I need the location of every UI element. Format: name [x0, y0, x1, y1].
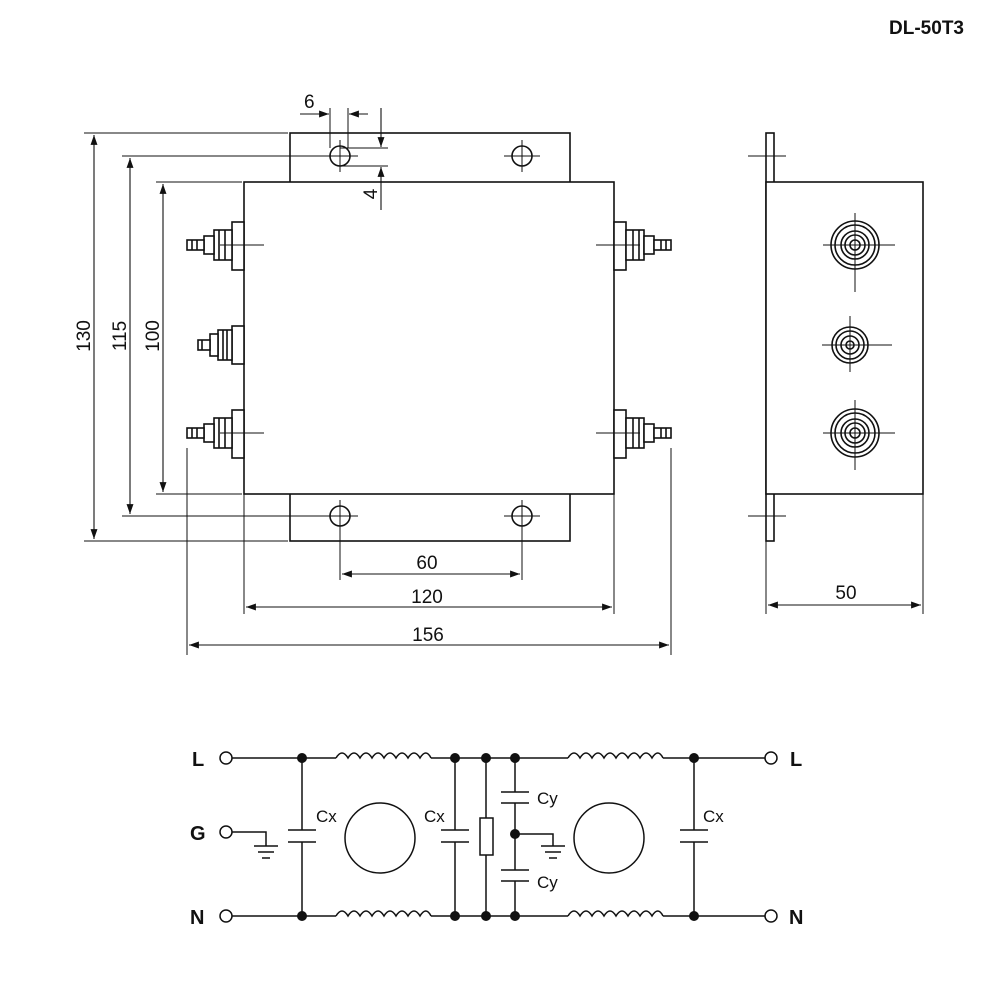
common-mode-core-1 — [344, 802, 416, 874]
label-cx3: Cx — [703, 807, 724, 826]
dim-width-mount: 60 — [416, 553, 437, 574]
dim-height-body: 100 — [143, 320, 164, 352]
capacitor-cx1 — [288, 758, 316, 916]
inductor-n2 — [567, 910, 664, 918]
dim-hole-offset-v: 4 — [361, 188, 382, 199]
terminal-stud-left-top — [186, 221, 264, 271]
dim-depth: 50 — [835, 583, 856, 604]
terminal-stud-right-bottom — [596, 409, 672, 459]
terminal-l-in — [219, 751, 233, 765]
label-n-out: N — [789, 907, 803, 929]
ground-symbol-cy — [541, 845, 565, 859]
dim-height-total: 130 — [74, 320, 95, 352]
inductor-l2 — [567, 752, 664, 760]
terminal-stud-left-bottom — [186, 409, 264, 459]
dimension-lines — [90, 108, 669, 649]
label-l-out: L — [790, 749, 802, 771]
dim-width-total: 156 — [412, 625, 444, 646]
inductor-l1 — [335, 752, 432, 760]
filter-body — [243, 181, 615, 495]
label-g: G — [190, 823, 206, 845]
label-cy-bottom: Cy — [537, 873, 558, 892]
circuit-schematic — [219, 751, 778, 923]
terminal-n-out — [764, 909, 778, 923]
label-cy-top: Cy — [537, 789, 558, 808]
terminal-face-bottom — [823, 400, 895, 470]
terminal-n-in — [219, 909, 233, 923]
junction-dots — [297, 753, 699, 921]
common-mode-core-2 — [573, 802, 645, 874]
extension-lines — [84, 108, 672, 655]
front-view: 6 4 130 115 100 60 120 156 — [74, 92, 672, 655]
capacitor-cx3 — [680, 758, 708, 916]
capacitor-cx2 — [441, 758, 469, 916]
dim-height-mount: 115 — [110, 321, 131, 351]
side-view: 50 — [748, 132, 924, 614]
mounting-hole — [504, 140, 540, 172]
label-l-in: L — [192, 749, 204, 771]
dim-width-body: 120 — [411, 587, 443, 608]
terminal-face-middle — [822, 316, 892, 372]
ground-symbol — [254, 845, 278, 859]
capacitor-cy-bottom — [501, 869, 529, 916]
label-n-in: N — [190, 907, 204, 929]
label-cx1: Cx — [316, 807, 337, 826]
label-cx2: Cx — [424, 807, 445, 826]
terminal-l-out — [764, 751, 778, 765]
dim-hole-offset: 6 — [304, 92, 315, 113]
bleeder-resistor — [479, 758, 494, 916]
inductor-n1 — [335, 910, 432, 918]
terminal-stud-right-top — [596, 221, 672, 271]
terminal-g — [219, 825, 233, 839]
capacitor-cy-top — [501, 758, 529, 870]
terminal-stud-left-middle — [197, 325, 245, 365]
model-number: DL-50T3 — [889, 18, 964, 39]
terminal-face-top — [823, 213, 895, 292]
